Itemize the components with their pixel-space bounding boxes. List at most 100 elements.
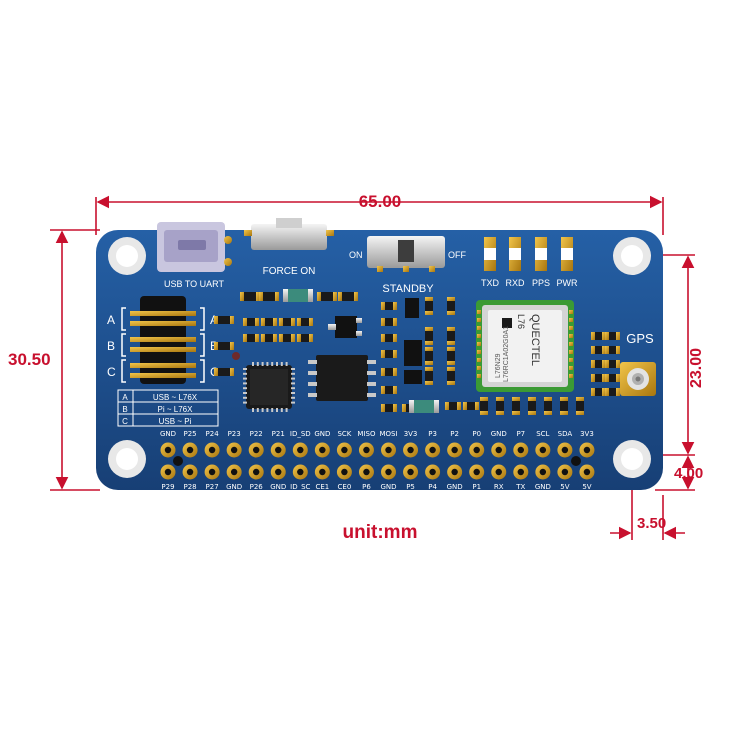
pin-label-top: P22 xyxy=(250,430,263,438)
header-pin[interactable] xyxy=(557,464,573,480)
header-pin[interactable] xyxy=(270,464,286,480)
pin-label-top: SCL xyxy=(536,430,549,438)
header-pin[interactable] xyxy=(469,442,485,458)
header-pin[interactable] xyxy=(425,442,441,458)
switch-off-label: OFF xyxy=(448,250,466,260)
pin-label-bottom: P1 xyxy=(472,483,481,491)
pin-label-bottom: P29 xyxy=(161,483,174,491)
pin-label-top: MISO xyxy=(357,430,376,438)
jumper-table-value-c: USB ~ Pi xyxy=(159,417,192,426)
pin-label-bottom: GND xyxy=(226,483,242,491)
header-pin[interactable] xyxy=(491,464,507,480)
header-pin[interactable] xyxy=(270,442,286,458)
usb-connector[interactable] xyxy=(157,222,232,272)
header-pin[interactable] xyxy=(579,464,595,480)
jumper-table-value-b: Pi ~ L76X xyxy=(158,405,194,414)
header-pin[interactable] xyxy=(579,442,595,458)
header-pin[interactable] xyxy=(447,464,463,480)
pin-label-bottom: P5 xyxy=(406,483,415,491)
gps-module xyxy=(476,300,574,392)
pin-label-top: P7 xyxy=(516,430,525,438)
jumper-table-value-a: USB ~ L76X xyxy=(153,393,198,402)
header-pin[interactable] xyxy=(182,442,198,458)
pin-label-top: SDA xyxy=(558,430,573,438)
header-pin[interactable] xyxy=(425,464,441,480)
header-pin[interactable] xyxy=(358,464,374,480)
smd-components-left xyxy=(214,316,240,376)
jumper-table-key-c: C xyxy=(122,417,128,426)
header-pin[interactable] xyxy=(358,442,374,458)
pin-label-top: 3V3 xyxy=(580,430,594,438)
pin-label-top: P21 xyxy=(272,430,285,438)
pin-label-top: P24 xyxy=(206,430,220,438)
smd-components-right xyxy=(591,332,620,396)
header-pin[interactable] xyxy=(535,464,551,480)
jumper-header[interactable] xyxy=(130,296,196,384)
header-pin[interactable] xyxy=(469,464,485,480)
smd-components-middle xyxy=(243,316,362,342)
antenna-connector[interactable] xyxy=(620,362,656,396)
header-pin[interactable] xyxy=(491,442,507,458)
led-pwr xyxy=(561,237,573,271)
usb-label: USB TO UART xyxy=(164,279,225,289)
pin-label-top: ID_SD xyxy=(290,430,311,438)
header-pin[interactable] xyxy=(513,464,529,480)
pin-label-bottom: TX xyxy=(515,483,525,491)
pin-label-top: SCK xyxy=(337,430,351,438)
switch-on-label: ON xyxy=(349,250,363,260)
gps-label: GPS xyxy=(626,331,654,346)
header-pin[interactable] xyxy=(292,442,308,458)
header-pin[interactable] xyxy=(403,464,419,480)
header-pin[interactable] xyxy=(204,442,220,458)
header-pin[interactable] xyxy=(314,464,330,480)
header-pin[interactable] xyxy=(336,442,352,458)
header-pin[interactable] xyxy=(248,464,264,480)
header-pin[interactable] xyxy=(535,442,551,458)
header-pin[interactable] xyxy=(403,442,419,458)
header-pin[interactable] xyxy=(182,464,198,480)
pin-label-bottom: CE0 xyxy=(338,483,352,491)
jumper-table xyxy=(117,389,219,427)
header-pin[interactable] xyxy=(381,464,396,480)
header-pin[interactable] xyxy=(381,442,396,458)
pin-label-bottom: 5V xyxy=(560,483,569,491)
header-pin[interactable] xyxy=(226,442,242,458)
header-pin[interactable] xyxy=(204,464,220,480)
pin-label-top: GND xyxy=(491,430,507,438)
standby-switch[interactable] xyxy=(367,236,445,272)
status-leds xyxy=(484,237,573,271)
smd-components-center xyxy=(381,297,479,413)
pin-label-top: P3 xyxy=(428,430,437,438)
header-pin[interactable] xyxy=(292,464,308,480)
led-txd xyxy=(484,237,496,271)
header-pin[interactable] xyxy=(314,442,330,458)
header-pin[interactable] xyxy=(336,464,352,480)
header-pin[interactable] xyxy=(160,442,176,458)
hole-offset-h-label: 3.50 xyxy=(637,515,666,532)
pin-label-top: 3V3 xyxy=(404,430,418,438)
header-pin[interactable] xyxy=(447,442,463,458)
header-pin[interactable] xyxy=(160,464,176,480)
pin-label-bottom: GND xyxy=(447,483,463,491)
pin-label-top: P0 xyxy=(472,430,481,438)
pcb-board xyxy=(96,230,663,490)
led-label-pps: PPS xyxy=(532,278,550,288)
pin-label-top: GND xyxy=(160,430,176,438)
height-dimension-label: 30.50 xyxy=(8,350,51,369)
header-pin[interactable] xyxy=(513,442,529,458)
jumper-letter-c-left: C xyxy=(107,365,116,379)
header-pin[interactable] xyxy=(557,442,573,458)
force-on-button[interactable] xyxy=(244,218,334,250)
pin-label-bottom: P28 xyxy=(183,483,196,491)
pin1-marker xyxy=(173,456,183,466)
header-pin[interactable] xyxy=(226,464,242,480)
width-dimension-label: 65.00 xyxy=(359,192,402,211)
pin-label-bottom: ID_SC xyxy=(290,483,310,491)
pin-label-top: MOSI xyxy=(379,430,397,438)
smd-components-bottom xyxy=(480,397,584,415)
header-pin[interactable] xyxy=(248,442,264,458)
hole-spacing-label: 23.00 xyxy=(688,348,705,388)
